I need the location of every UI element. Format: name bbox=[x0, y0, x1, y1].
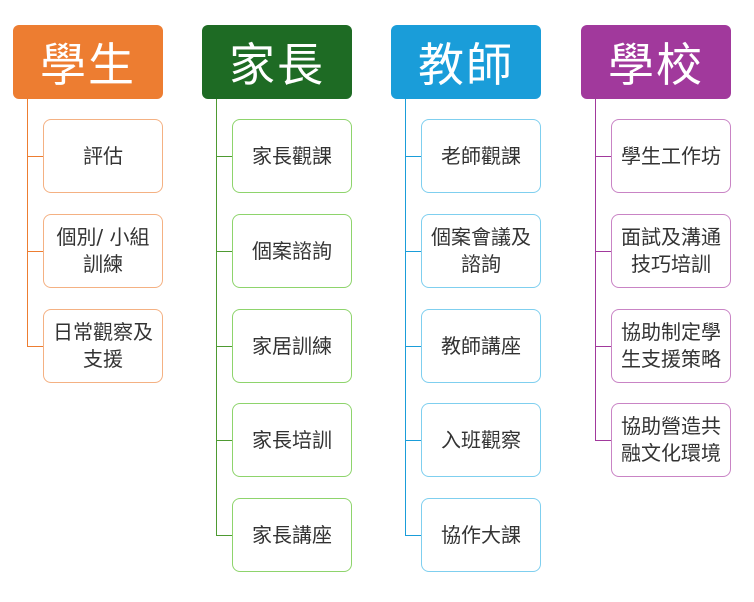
connector-teachers bbox=[405, 99, 406, 535]
column-parents: 家長 家長觀課 個案諮詢 家居訓練 家長培訓 家長講座 bbox=[202, 0, 372, 602]
item-individual-group-training: 個別/ 小組訓練 bbox=[43, 214, 163, 288]
column-teachers: 教師 老師觀課 個案會議及諮詢 教師講座 入班觀察 協作大課 bbox=[391, 0, 561, 602]
connector-branch bbox=[27, 251, 43, 252]
item-student-workshop: 學生工作坊 bbox=[611, 119, 731, 193]
column-students: 學生 評估 個別/ 小組訓練 日常觀察及支援 bbox=[13, 0, 183, 602]
connector-branch bbox=[405, 156, 421, 157]
item-inclusive-culture: 協助營造共融文化環境 bbox=[611, 403, 731, 477]
connector-branch bbox=[595, 156, 611, 157]
item-case-consultation: 個案諮詢 bbox=[232, 214, 352, 288]
item-parent-talk: 家長講座 bbox=[232, 498, 352, 572]
header-school: 學校 bbox=[581, 25, 731, 99]
connector-branch bbox=[216, 535, 232, 536]
connector-students bbox=[27, 99, 28, 346]
connector-branch bbox=[216, 251, 232, 252]
connector-branch bbox=[405, 440, 421, 441]
connector-school bbox=[595, 99, 596, 440]
connector-branch bbox=[595, 440, 611, 441]
item-interview-communication-training: 面試及溝通技巧培訓 bbox=[611, 214, 731, 288]
item-support-strategy-formulation: 協助制定學生支援策略 bbox=[611, 309, 731, 383]
item-home-training: 家居訓練 bbox=[232, 309, 352, 383]
item-teacher-talk: 教師講座 bbox=[421, 309, 541, 383]
connector-branch bbox=[216, 346, 232, 347]
item-case-meeting-consultation: 個案會議及諮詢 bbox=[421, 214, 541, 288]
column-school: 學校 學生工作坊 面試及溝通技巧培訓 協助制定學生支援策略 協助營造共融文化環境 bbox=[581, 0, 751, 602]
connector-branch bbox=[216, 440, 232, 441]
item-daily-observation-support: 日常觀察及支援 bbox=[43, 309, 163, 383]
connector-branch bbox=[405, 251, 421, 252]
connector-branch bbox=[595, 346, 611, 347]
connector-branch bbox=[595, 251, 611, 252]
header-parents: 家長 bbox=[202, 25, 352, 99]
item-parent-training: 家長培訓 bbox=[232, 403, 352, 477]
header-students: 學生 bbox=[13, 25, 163, 99]
connector-parents bbox=[216, 99, 217, 535]
connector-branch bbox=[405, 346, 421, 347]
item-parent-class-observation: 家長觀課 bbox=[232, 119, 352, 193]
connector-branch bbox=[27, 156, 43, 157]
connector-branch bbox=[405, 535, 421, 536]
item-collaborative-lesson: 協作大課 bbox=[421, 498, 541, 572]
connector-branch bbox=[216, 156, 232, 157]
item-assessment: 評估 bbox=[43, 119, 163, 193]
item-teacher-class-observation: 老師觀課 bbox=[421, 119, 541, 193]
header-teachers: 教師 bbox=[391, 25, 541, 99]
connector-branch bbox=[27, 346, 43, 347]
item-in-class-observation: 入班觀察 bbox=[421, 403, 541, 477]
